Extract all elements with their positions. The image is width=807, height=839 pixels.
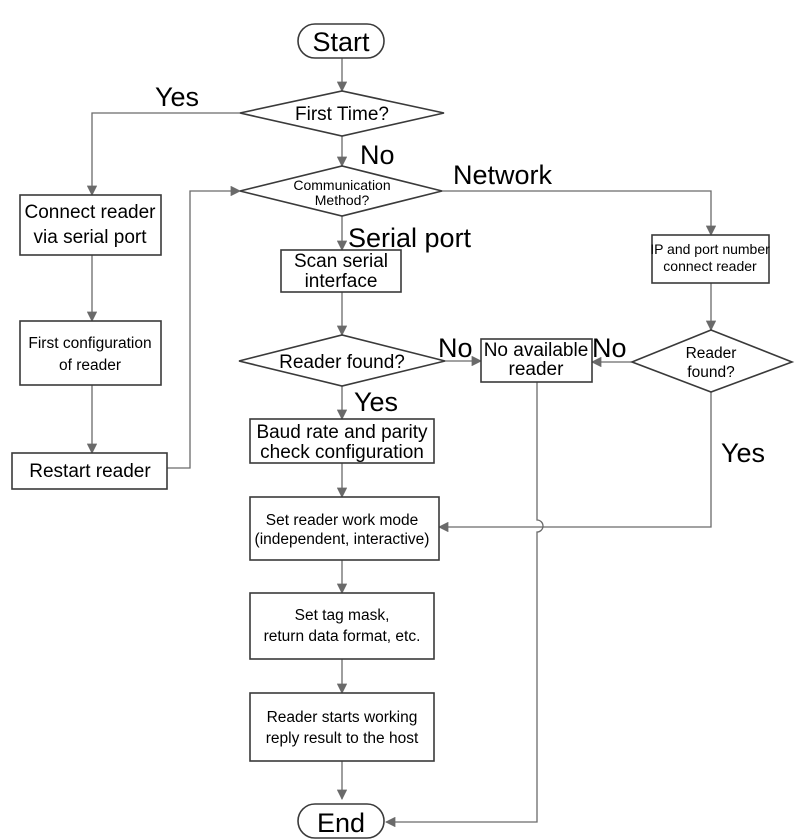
first-config-line1: First configuration	[28, 335, 151, 352]
baud-rate-box: Baud rate and parity check configuration	[249, 418, 435, 464]
first-time-decision: First Time?	[239, 90, 445, 137]
comm-method-label-line2: Method?	[315, 192, 370, 208]
reader-found-serial-decision: Reader found?	[238, 334, 446, 387]
reader-found-net-line1: Reader	[686, 345, 737, 362]
end-terminal: End	[297, 803, 385, 839]
edge-noavail-to-end	[384, 382, 544, 828]
work-mode-box: Set reader work mode (independent, inter…	[249, 496, 440, 561]
label-serial-port: Serial port	[348, 223, 472, 253]
no-available-line2: reader	[509, 359, 565, 380]
edge-labels: Yes No Network Serial port No Yes No Yes	[155, 82, 765, 468]
start-label: Start	[312, 27, 370, 57]
baud-rate-line2: check configuration	[260, 442, 424, 463]
connectors	[86, 58, 717, 828]
tag-mask-line1: Set tag mask,	[295, 607, 390, 624]
starts-working-line2: reply result to the host	[266, 730, 419, 747]
label-yes-serial: Yes	[354, 387, 398, 417]
first-config-box: First configuration of reader	[19, 320, 162, 386]
ip-port-line2: connect reader	[663, 258, 757, 274]
work-mode-line2: (independent, interactive)	[255, 531, 430, 548]
first-config-line2: of reader	[59, 357, 121, 374]
work-mode-line1: Set reader work mode	[266, 512, 419, 529]
ip-port-line1: IP and port number	[650, 241, 770, 257]
tag-mask-line2: return data format, etc.	[264, 628, 421, 645]
connect-serial-box: Connect reader via serial port	[19, 194, 162, 256]
restart-label: Restart reader	[29, 461, 151, 482]
edge-first-time-yes	[86, 112, 240, 197]
scan-serial-line1: Scan serial	[294, 251, 388, 272]
comm-method-label-line1: Communication	[293, 177, 390, 193]
tag-mask-box: Set tag mask, return data format, etc.	[249, 592, 435, 660]
edge-found-net-yes	[437, 392, 712, 533]
starts-working-box: Reader starts working reply result to th…	[249, 692, 435, 762]
label-network: Network	[453, 160, 553, 190]
reader-found-net-decision: Reader found?	[629, 329, 795, 393]
end-label: End	[317, 808, 365, 838]
connect-serial-line1: Connect reader	[25, 202, 157, 223]
connect-serial-line2: via serial port	[34, 227, 148, 248]
scan-serial-box: Scan serial interface	[280, 249, 402, 293]
starts-working-line1: Reader starts working	[267, 709, 418, 726]
restart-box: Restart reader	[11, 452, 168, 490]
comm-method-decision: Communication Method?	[239, 165, 443, 217]
label-yes-net: Yes	[721, 438, 765, 468]
label-no-serial: No	[438, 333, 473, 363]
first-time-label: First Time?	[295, 104, 389, 125]
baud-rate-line1: Baud rate and parity	[256, 422, 428, 443]
edge-restart-to-comm	[167, 185, 242, 469]
no-available-line1: No available	[484, 340, 589, 361]
scan-serial-line2: interface	[305, 271, 378, 292]
start-terminal: Start	[297, 23, 385, 59]
edge-comm-network	[442, 190, 717, 237]
reader-found-serial-label: Reader found?	[279, 352, 405, 373]
label-no-net: No	[592, 333, 627, 363]
no-available-box: No available reader	[480, 338, 593, 383]
label-no-first-time: No	[360, 140, 395, 170]
reader-found-net-line2: found?	[687, 364, 735, 381]
ip-port-box: IP and port number connect reader	[650, 234, 770, 284]
label-yes-first-time: Yes	[155, 82, 199, 112]
